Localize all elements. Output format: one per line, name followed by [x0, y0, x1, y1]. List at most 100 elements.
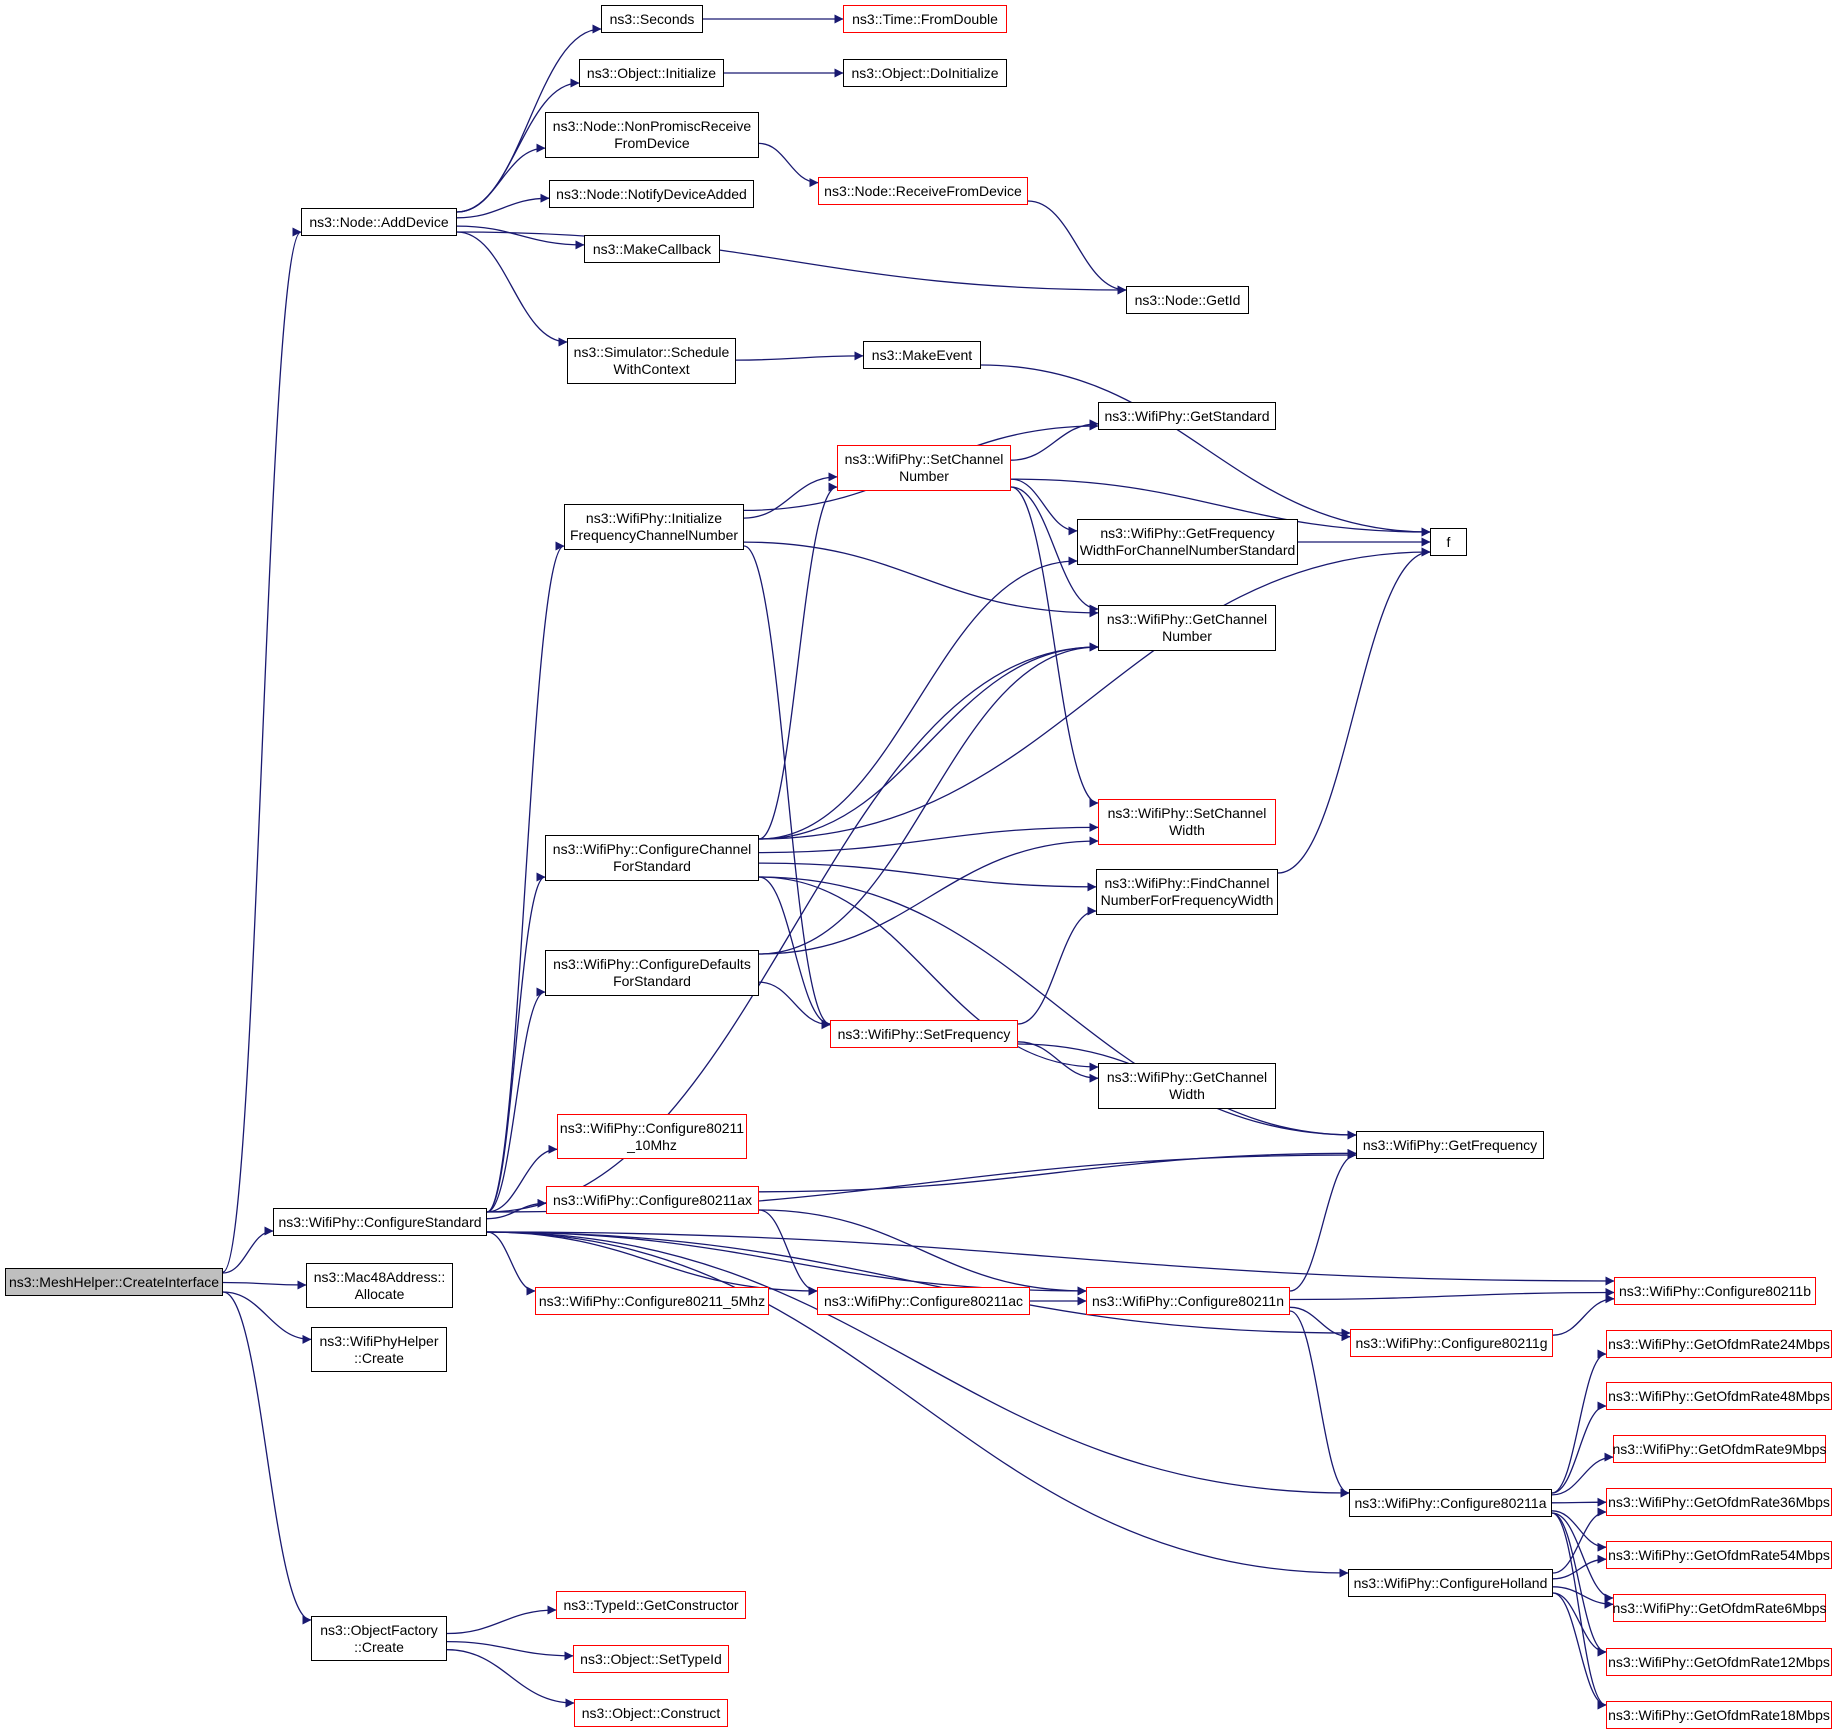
node-getstandard[interactable]: ns3::WifiPhy::GetStandard — [1098, 402, 1276, 430]
node-nonpromisc[interactable]: ns3::Node::NonPromiscReceive FromDevice — [545, 112, 759, 158]
edge-configholland-to-rate54 — [1552, 1554, 1607, 1580]
node-config80211ax[interactable]: ns3::WifiPhy::Configure80211ax — [546, 1186, 759, 1214]
node-configchannelstd[interactable]: ns3::WifiPhy::ConfigureChannel ForStanda… — [545, 835, 759, 881]
node-construct[interactable]: ns3::Object::Construct — [574, 1699, 728, 1727]
node-rate36[interactable]: ns3::WifiPhy::GetOfdmRate36Mbps — [1606, 1488, 1832, 1516]
node-rate18[interactable]: ns3::WifiPhy::GetOfdmRate18Mbps — [1606, 1701, 1832, 1729]
edge-config80211ax-to-config80211ac — [758, 1209, 818, 1296]
edge-configchannelstd-to-setchannelnumber — [758, 482, 838, 840]
node-makecallback[interactable]: ns3::MakeCallback — [584, 235, 720, 263]
edge-config80211a-to-rate24 — [1551, 1349, 1607, 1494]
edge-config80211a-to-rate54 — [1551, 1510, 1607, 1552]
node-adddevice[interactable]: ns3::Node::AddDevice — [301, 208, 457, 236]
node-rate48[interactable]: ns3::WifiPhy::GetOfdmRate48Mbps — [1606, 1382, 1832, 1410]
node-rate54[interactable]: ns3::WifiPhy::GetOfdmRate54Mbps — [1606, 1541, 1832, 1569]
edge-config80211a-to-rate48 — [1551, 1401, 1607, 1494]
node-config80211ac[interactable]: ns3::WifiPhy::Configure80211ac — [817, 1287, 1030, 1315]
edge-configurestandard-to-getchannelnumber — [486, 642, 1099, 1213]
edge-adddevice-to-schedulewithcontext — [456, 231, 568, 347]
node-rate24[interactable]: ns3::WifiPhy::GetOfdmRate24Mbps — [1606, 1330, 1832, 1358]
node-createinterface: ns3::MeshHelper::CreateInterface — [5, 1268, 223, 1296]
edge-objectfactorycreate-to-construct — [446, 1649, 575, 1708]
node-f[interactable]: f — [1430, 528, 1467, 556]
node-getfrequency[interactable]: ns3::WifiPhy::GetFrequency — [1356, 1131, 1544, 1159]
edge-configchannelstd-to-getfrequency — [758, 876, 1357, 1140]
node-config80211b[interactable]: ns3::WifiPhy::Configure80211b — [1614, 1277, 1816, 1305]
node-seconds[interactable]: ns3::Seconds — [601, 5, 703, 33]
edge-configurestandard-to-configdefaultsstd — [486, 987, 546, 1213]
edge-configchannelstd-to-setchannelwidth — [758, 822, 1099, 854]
node-getchannelnumber[interactable]: ns3::WifiPhy::GetChannel Number — [1098, 605, 1276, 651]
node-configdefaultsstd[interactable]: ns3::WifiPhy::ConfigureDefaults ForStand… — [545, 950, 759, 996]
node-fromdouble[interactable]: ns3::Time::FromDouble — [843, 5, 1007, 33]
node-config80211n[interactable]: ns3::WifiPhy::Configure80211n — [1086, 1287, 1290, 1315]
edge-setfrequency-to-getchannelwidth — [1017, 1041, 1099, 1083]
node-makeevent[interactable]: ns3::MakeEvent — [863, 341, 981, 369]
edge-configholland-to-rate18 — [1552, 1592, 1607, 1710]
edge-config80211ax-to-getfrequency — [758, 1148, 1357, 1193]
node-getchannelwidth[interactable]: ns3::WifiPhy::GetChannel Width — [1098, 1063, 1276, 1109]
node-getfreqwidthstd[interactable]: ns3::WifiPhy::GetFrequency WidthForChann… — [1077, 519, 1298, 565]
edge-configurestandard-to-config80211a — [486, 1231, 1350, 1498]
edge-makeevent-to-f — [980, 364, 1431, 537]
edge-config80211a-to-rate12 — [1551, 1512, 1607, 1657]
edge-adddevice-to-getid — [456, 231, 1127, 295]
edge-configholland-to-rate6 — [1552, 1586, 1614, 1609]
edge-configurestandard-to-config10mhz — [486, 1144, 558, 1213]
edge-config80211n-to-config80211b — [1289, 1288, 1615, 1301]
edge-configholland-to-rate36 — [1552, 1507, 1607, 1574]
node-initfreqchannel[interactable]: ns3::WifiPhy::Initialize FrequencyChanne… — [564, 504, 744, 550]
node-getconstructor[interactable]: ns3::TypeId::GetConstructor — [556, 1591, 746, 1619]
edge-configchannelstd-to-f — [758, 547, 1431, 840]
edge-configchannelstd-to-getfreqwidthstd — [758, 556, 1078, 840]
edge-setchannelnumber-to-getstandard — [1010, 419, 1099, 461]
edge-schedulewithcontext-to-makeevent — [735, 351, 864, 361]
node-setchannelwidth[interactable]: ns3::WifiPhy::SetChannel Width — [1098, 799, 1276, 845]
node-receivefromdevice[interactable]: ns3::Node::ReceiveFromDevice — [818, 177, 1028, 205]
node-rate9[interactable]: ns3::WifiPhy::GetOfdmRate9Mbps — [1613, 1435, 1826, 1463]
edge-configdefaultsstd-to-setfrequency — [758, 981, 831, 1030]
edge-adddevice-to-notifydeviceadded — [456, 193, 550, 219]
node-wifiphyhelpercreate[interactable]: ns3::WifiPhyHelper ::Create — [311, 1327, 447, 1372]
edge-configurestandard-to-config5mhz — [486, 1231, 536, 1296]
edge-config80211n-to-config80211g — [1289, 1306, 1351, 1342]
node-objectfactorycreate[interactable]: ns3::ObjectFactory ::Create — [311, 1616, 447, 1661]
edge-setchannelnumber-to-getfreqwidthstd — [1010, 478, 1078, 536]
edge-configurestandard-to-config80211ax — [486, 1198, 547, 1220]
node-config5mhz[interactable]: ns3::WifiPhy::Configure80211_5Mhz — [535, 1287, 769, 1315]
edge-setfrequency-to-findchannelnumber — [1017, 906, 1097, 1025]
edge-adddevice-to-makecallback — [456, 225, 585, 250]
node-findchannelnumber[interactable]: ns3::WifiPhy::FindChannel NumberForFrequ… — [1096, 869, 1278, 915]
edge-configdefaultsstd-to-setchannelwidth — [758, 836, 1099, 955]
node-config80211g[interactable]: ns3::WifiPhy::Configure80211g — [1350, 1329, 1553, 1357]
edge-configholland-to-rate12 — [1552, 1592, 1607, 1657]
edge-configchannelstd-to-setfrequency — [758, 876, 831, 1029]
edge-createinterface-to-adddevice — [222, 227, 302, 1273]
node-configholland[interactable]: ns3::WifiPhy::ConfigureHolland — [1348, 1569, 1553, 1597]
node-doinitialize[interactable]: ns3::Object::DoInitialize — [843, 59, 1007, 87]
edge-configdefaultsstd-to-getchannelnumber — [758, 642, 1099, 955]
node-setfrequency[interactable]: ns3::WifiPhy::SetFrequency — [830, 1020, 1018, 1048]
node-config80211a[interactable]: ns3::WifiPhy::Configure80211a — [1349, 1489, 1552, 1517]
node-rate12[interactable]: ns3::WifiPhy::GetOfdmRate12Mbps — [1606, 1648, 1832, 1676]
node-objectinitialize[interactable]: ns3::Object::Initialize — [579, 59, 724, 87]
edge-createinterface-to-objectfactorycreate — [222, 1291, 312, 1625]
node-getid[interactable]: ns3::Node::GetId — [1126, 286, 1249, 314]
edge-initfreqchannel-to-getchannelnumber — [743, 541, 1099, 618]
edge-config80211ax-to-config80211n — [758, 1209, 1087, 1296]
node-notifydeviceadded[interactable]: ns3::Node::NotifyDeviceAdded — [549, 180, 754, 208]
edge-initfreqchannel-to-setfrequency — [743, 545, 831, 1029]
node-schedulewithcontext[interactable]: ns3::Simulator::Schedule WithContext — [567, 338, 736, 384]
edge-configchannelstd-to-findchannelnumber — [758, 862, 1097, 892]
node-config10mhz[interactable]: ns3::WifiPhy::Configure80211 _10Mhz — [557, 1114, 747, 1159]
node-allocate[interactable]: ns3::Mac48Address:: Allocate — [306, 1263, 453, 1308]
node-settypeid[interactable]: ns3::Object::SetTypeId — [573, 1645, 729, 1673]
edge-configchannelstd-to-getchannelnumber — [758, 642, 1099, 840]
edge-config80211n-to-config80211a — [1289, 1310, 1350, 1498]
node-rate6[interactable]: ns3::WifiPhy::GetOfdmRate6Mbps — [1613, 1594, 1826, 1622]
edge-config80211a-to-rate6 — [1551, 1512, 1614, 1603]
node-setchannelnumber[interactable]: ns3::WifiPhy::SetChannel Number — [837, 445, 1011, 491]
node-configurestandard[interactable]: ns3::WifiPhy::ConfigureStandard — [273, 1208, 487, 1236]
